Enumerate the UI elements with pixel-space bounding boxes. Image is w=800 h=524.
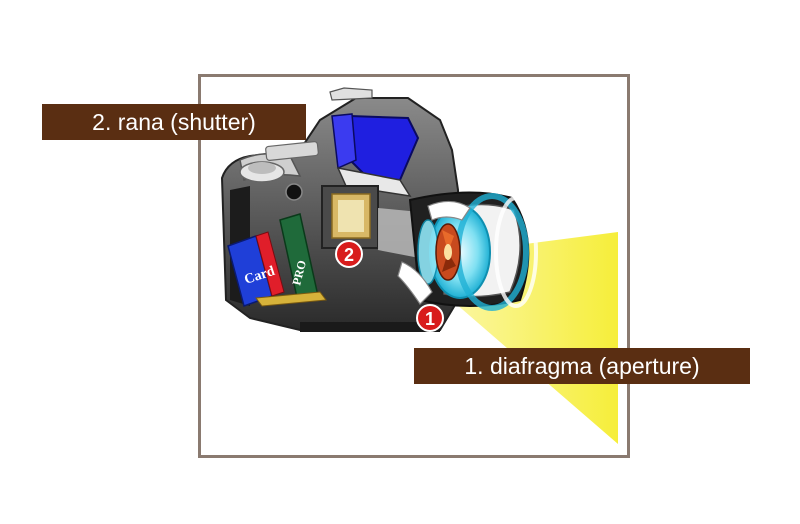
marker-one-text: 1 [425,309,435,329]
marker-two: 2 [335,240,363,268]
reflex-mirror [331,113,420,197]
aperture-diaphragm [435,223,461,281]
card-model-text: PRO [289,259,309,287]
aperture-label: 1. diafragma (aperture) [414,348,750,384]
connector-strip [255,291,327,307]
hand-upper [427,200,471,221]
shutter-label: 2. rana (shutter) [42,104,306,140]
hand-lower [397,261,433,305]
marker-one: 1 [416,304,444,332]
marker-two-text: 2 [344,245,354,265]
memory-card-card: Card [227,231,285,307]
